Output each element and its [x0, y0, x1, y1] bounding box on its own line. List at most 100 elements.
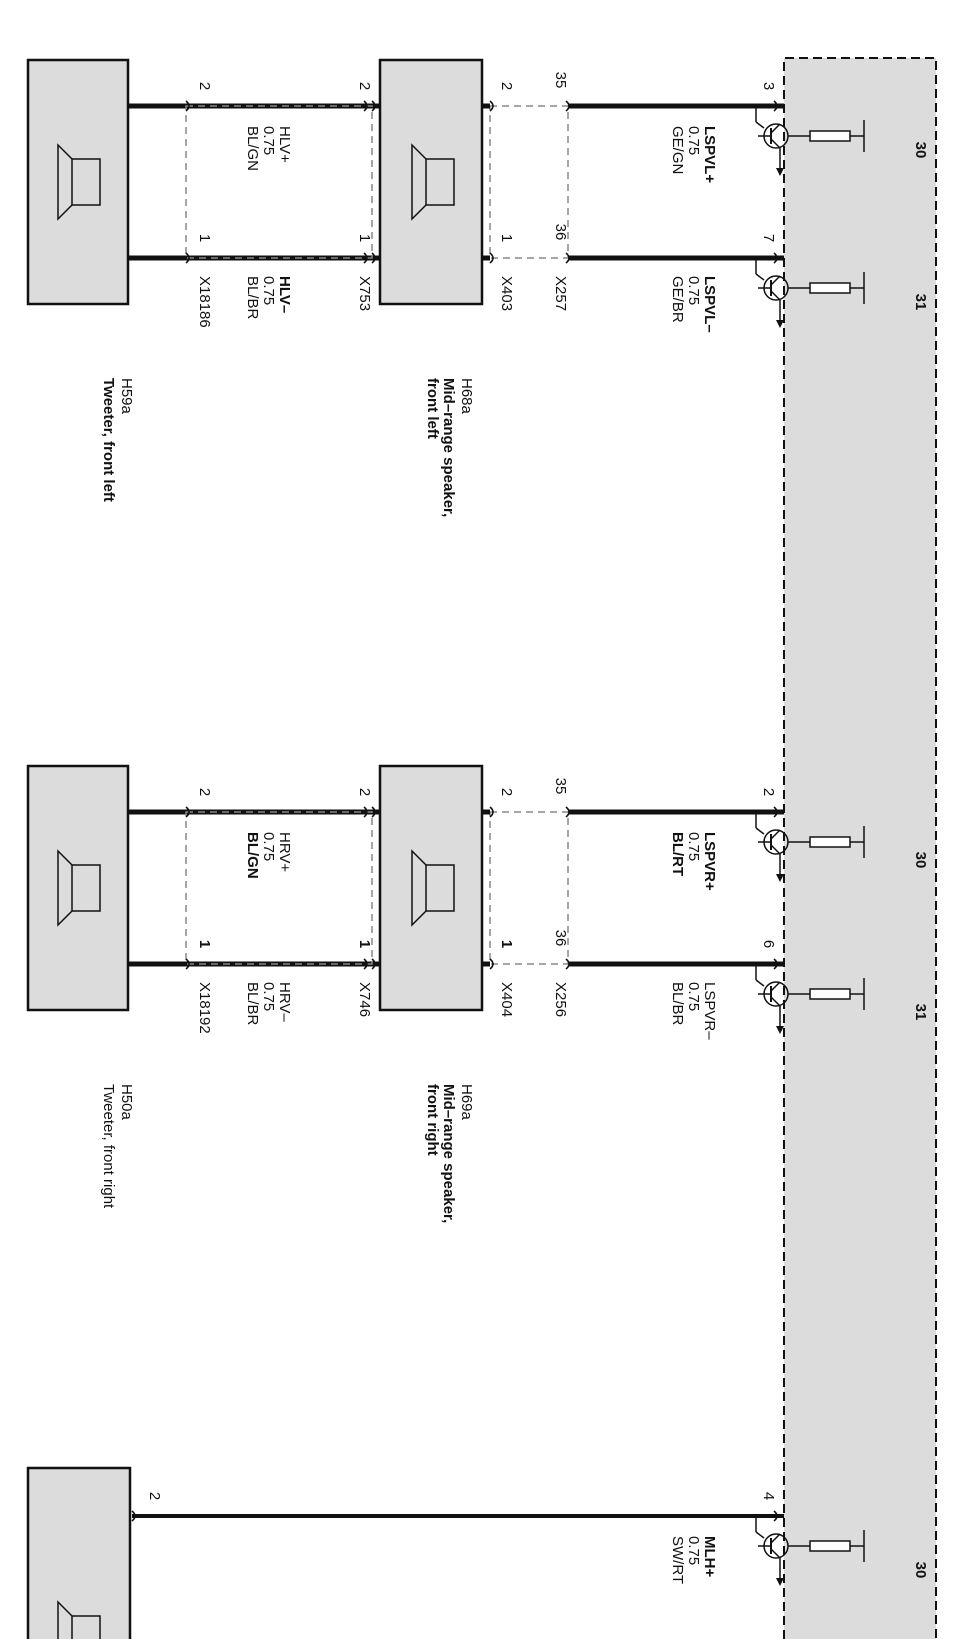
pin-label: 2: [196, 82, 213, 90]
wire-gauge: 0.75: [685, 982, 702, 1011]
tweeter-name: Tweeter, front left: [100, 378, 117, 502]
wire-color: BL/BR: [669, 982, 686, 1026]
connector-id: X18186: [196, 276, 213, 328]
amplifier-module: [783, 57, 937, 1639]
connector-outline: [185, 105, 373, 259]
stage-label: 30: [912, 1562, 929, 1579]
wire-gauge: 0.75: [685, 832, 702, 861]
pin-mark: [565, 100, 570, 112]
connector-id: X257: [552, 276, 569, 311]
wire-color: BL/BR: [244, 982, 261, 1026]
wire-name: MLH+: [701, 1536, 718, 1577]
connector-outline: [489, 105, 569, 259]
connector-id: X746: [356, 982, 373, 1017]
pin-mark: [363, 958, 368, 970]
tweeter-id: H59a: [118, 378, 135, 415]
pin-label: 7: [760, 234, 777, 242]
pin-label: 2: [146, 1492, 163, 1500]
wire-name: LSPVL–: [701, 276, 718, 333]
pin-mark: [565, 252, 570, 264]
pin-label: 6: [760, 940, 777, 948]
wire-color: BL/BR: [244, 276, 261, 320]
pin-label: 1: [196, 940, 213, 948]
midrange-speaker-box: [378, 58, 484, 306]
midrange-id: H68a: [458, 378, 475, 415]
wire-color: BL/RT: [669, 832, 686, 876]
pin-mark: [185, 100, 190, 112]
pin-label: 1: [356, 234, 373, 242]
connector-id: X753: [356, 276, 373, 311]
pin-mark: [363, 100, 368, 112]
pin-mark: [363, 252, 368, 264]
pin-mark: [565, 958, 570, 970]
wire-color: SW/RT: [669, 1536, 686, 1584]
midrange-speaker-box: [378, 764, 484, 1012]
pin-mark: [185, 252, 190, 264]
midrange-name: front right: [424, 1084, 441, 1156]
connector-id: X404: [498, 982, 515, 1017]
pin-mark: [773, 100, 778, 112]
midrange-id: H69a: [458, 1084, 475, 1121]
stage-label: 30: [912, 142, 929, 159]
pin-label: 3: [760, 82, 777, 90]
pin-mark: [489, 806, 494, 818]
pin-label: 35: [552, 778, 569, 795]
pin-mark: [489, 100, 494, 112]
wire-gauge: 0.75: [685, 126, 702, 155]
wire-gauge: 0.75: [685, 1536, 702, 1565]
connector-id: X256: [552, 982, 569, 1017]
pin-mark: [489, 958, 494, 970]
wire-color: GE/GN: [669, 126, 686, 174]
speaker-box-partial: [26, 1466, 132, 1639]
stage-label: 31: [912, 294, 929, 311]
wire-gauge: 0.75: [260, 126, 277, 155]
pin-label: 36: [552, 224, 569, 241]
wire-name: LSPVR–: [701, 982, 718, 1040]
connector-outline: [185, 811, 373, 965]
pin-mark: [489, 252, 494, 264]
wire-gauge: 0.75: [260, 276, 277, 305]
wire-name: HLV–: [276, 276, 293, 313]
pin-mark: [773, 1510, 778, 1522]
pin-mark: [185, 958, 190, 970]
wire-color: BL/GN: [244, 832, 261, 879]
wire-gauge: 0.75: [685, 276, 702, 305]
pin-mark: [131, 1510, 136, 1522]
pin-label: 4: [760, 1492, 777, 1500]
connector-outline: [489, 811, 569, 965]
pin-label: 1: [196, 234, 213, 242]
pin-mark: [773, 806, 778, 818]
wire-gauge: 0.75: [260, 982, 277, 1011]
wire-name: LSPVL+: [701, 126, 718, 183]
midrange-name: Mid–range speaker,: [440, 1084, 457, 1223]
tweeter-box: [26, 764, 130, 1012]
pin-mark: [773, 958, 778, 970]
circuit-front-right: 2 6 LSPVR+ 0.75 BL/RT LSPVR– 0.75 BL/BR …: [100, 778, 777, 1224]
pin-mark: [773, 252, 778, 264]
pin-label: 2: [356, 788, 373, 796]
pin-mark: [565, 806, 570, 818]
pin-label: 2: [356, 82, 373, 90]
midrange-name: Mid–range speaker,: [440, 378, 457, 517]
tweeter-box: [26, 58, 130, 306]
connector-id: X403: [498, 276, 515, 311]
pin-label: 2: [760, 788, 777, 796]
connector-id: X18192: [196, 982, 213, 1034]
pin-mark: [185, 806, 190, 818]
wire-name: HLV+: [276, 126, 293, 163]
wire-color: GE/BR: [669, 276, 686, 323]
tweeter-name: Tweeter, front right: [100, 1084, 117, 1209]
pin-label: 36: [552, 930, 569, 947]
stage-label: 30: [912, 852, 929, 869]
wire-name: LSPVR+: [701, 832, 718, 891]
pin-mark: [363, 806, 368, 818]
wire-name: HRV–: [276, 982, 293, 1022]
circuit-front-left: 3 7 LSPVL+ 0.75 GE/GN LSPVL– 0.75 GE/BR …: [100, 72, 777, 518]
pin-label: 35: [552, 72, 569, 89]
tweeter-id: H50a: [118, 1084, 135, 1121]
midrange-name: front left: [424, 378, 441, 439]
circuit-partial: 4 MLH+ 0.75 SW/RT 2: [146, 1492, 777, 1584]
stage-label: 31: [912, 1004, 929, 1021]
pin-label: 2: [498, 788, 515, 796]
